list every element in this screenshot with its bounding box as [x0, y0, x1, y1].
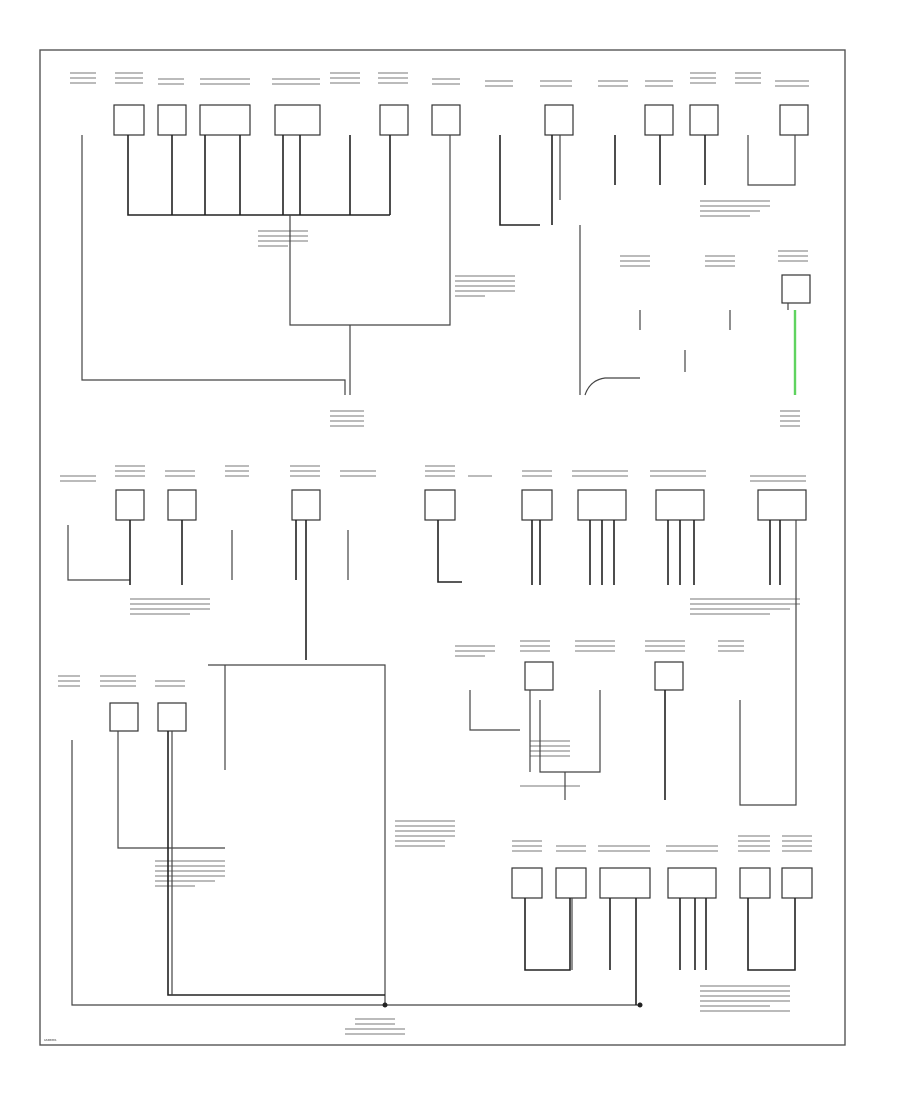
top-components: [113, 104, 811, 304]
component-block: [667, 867, 717, 899]
middle-components: [115, 489, 807, 521]
component-block: [689, 104, 719, 136]
lower-left-wires: [71, 690, 666, 1008]
component-block: [544, 104, 574, 136]
component-block: [379, 104, 409, 136]
middle-wires: [67, 520, 797, 1005]
top-wires: [81, 135, 797, 396]
component-block: [655, 489, 705, 521]
component-block: [781, 274, 811, 304]
ground-junction: [637, 1002, 643, 1008]
component-block: [157, 104, 187, 136]
component-block: [521, 489, 553, 521]
component-block: [644, 104, 674, 136]
component-block: [167, 489, 197, 521]
lower-right-labels: [345, 835, 812, 1035]
component-block: [274, 104, 321, 136]
component-block: [431, 104, 461, 136]
component-block: [424, 489, 456, 521]
footer-code: GS00001: [44, 1038, 57, 1042]
component-block: [739, 867, 771, 899]
lower-labels: [58, 640, 744, 887]
ground-junction: [382, 1002, 388, 1008]
component-block: [757, 489, 807, 521]
component-block: [781, 867, 813, 899]
middle-labels: [60, 465, 806, 615]
component-block: [157, 702, 187, 732]
component-block: [291, 489, 321, 521]
component-block: [524, 661, 554, 691]
diagram-frame: [39, 49, 846, 1046]
component-block: [113, 104, 145, 136]
component-block: [555, 867, 587, 899]
component-block: [199, 104, 251, 136]
lower-left-components: [109, 661, 684, 732]
top-labels: [70, 72, 809, 427]
component-block: [109, 702, 139, 732]
component-block: [779, 104, 809, 136]
component-block: [654, 661, 684, 691]
component-block: [577, 489, 627, 521]
component-block: [599, 867, 651, 899]
lower-right-components: [511, 867, 813, 899]
component-block: [511, 867, 543, 899]
lower-right-wires: [524, 898, 796, 1005]
component-block: [115, 489, 145, 521]
